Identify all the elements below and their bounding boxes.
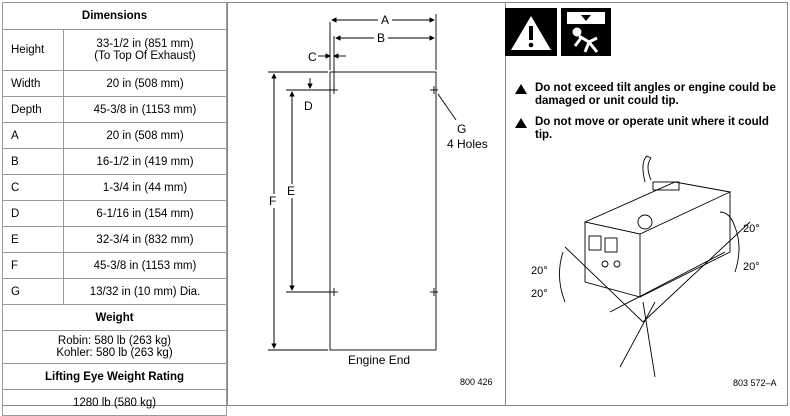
tilt-angle-top-right: 20° [743,223,760,235]
dimensions-header: Dimensions [2,2,227,30]
row-label: F [2,252,64,279]
tilt-angle-left-top: 20° [531,265,548,277]
row-label: E [2,226,64,253]
row-value: 16-1/2 in (419 mm) [63,148,227,175]
warning-panel: Do not exceed tilt angles or engine coul… [505,2,788,406]
label-b: B [377,31,385,45]
row-value: 33-1/2 in (851 mm)(To Top Of Exhaust) [63,29,227,71]
row-label: A [2,122,64,149]
row-label: C [2,174,64,201]
row-value: 1-3/4 in (44 mm) [63,174,227,201]
divider [227,2,228,406]
label-e: E [287,184,295,198]
tilt-angle-left-bottom: 20° [531,288,548,300]
label-d: D [304,99,313,113]
base-dimension-drawing: A B C D E F G 4 Holes Engine End 800 426 [268,13,493,387]
row-value: 45-3/8 in (1153 mm) [63,96,227,123]
divider [505,2,506,406]
weight-values: Robin: 580 lb (263 kg)Kohler: 580 lb (26… [2,330,227,364]
weight-header: Weight [2,304,227,331]
row-value: 45-3/8 in (1153 mm) [63,252,227,279]
row-label: G [2,278,64,305]
hazard-symbols [505,8,611,56]
figure-number: 800 426 [460,377,493,387]
warning-triangle-icon [515,118,527,128]
row-label: Height [2,29,64,71]
holes-label: 4 Holes [447,137,488,151]
warning-triangle-icon [515,84,527,94]
panel-window [588,235,602,251]
generator-tilt-illustration: 20° 20° 20° 20° [531,155,760,378]
row-value: 20 in (508 mm) [63,122,227,149]
label-a: A [381,13,389,27]
label-f: F [269,194,276,208]
label-c: C [308,50,317,64]
row-label: D [2,200,64,227]
engine-end-label: Engine End [348,353,410,367]
row-value: 6-1/16 in (154 mm) [63,200,227,227]
tilt-angle-mid-right: 20° [743,261,760,273]
row-value: 20 in (508 mm) [63,70,227,97]
row-label: Depth [2,96,64,123]
dimensions-table: Dimensions Height 33-1/2 in (851 mm)(To … [2,2,227,416]
row-value: 32-3/4 in (832 mm) [63,226,227,253]
row-label: Width [2,70,64,97]
warning-item: Do not move or operate unit where it cou… [515,116,785,142]
figure-number: 803 572–A [733,378,777,388]
row-value: 13/32 in (10 mm) Dia. [63,278,227,305]
lifting-value: 1280 lb (580 kg) [2,389,227,416]
base-outline [329,71,437,351]
warning-item: Do not exceed tilt angles or engine coul… [515,82,785,108]
label-g: G [457,122,466,136]
row-label: B [2,148,64,175]
warning-list: Do not exceed tilt angles or engine coul… [515,82,785,150]
lifting-header: Lifting Eye Weight Rating [2,363,227,390]
